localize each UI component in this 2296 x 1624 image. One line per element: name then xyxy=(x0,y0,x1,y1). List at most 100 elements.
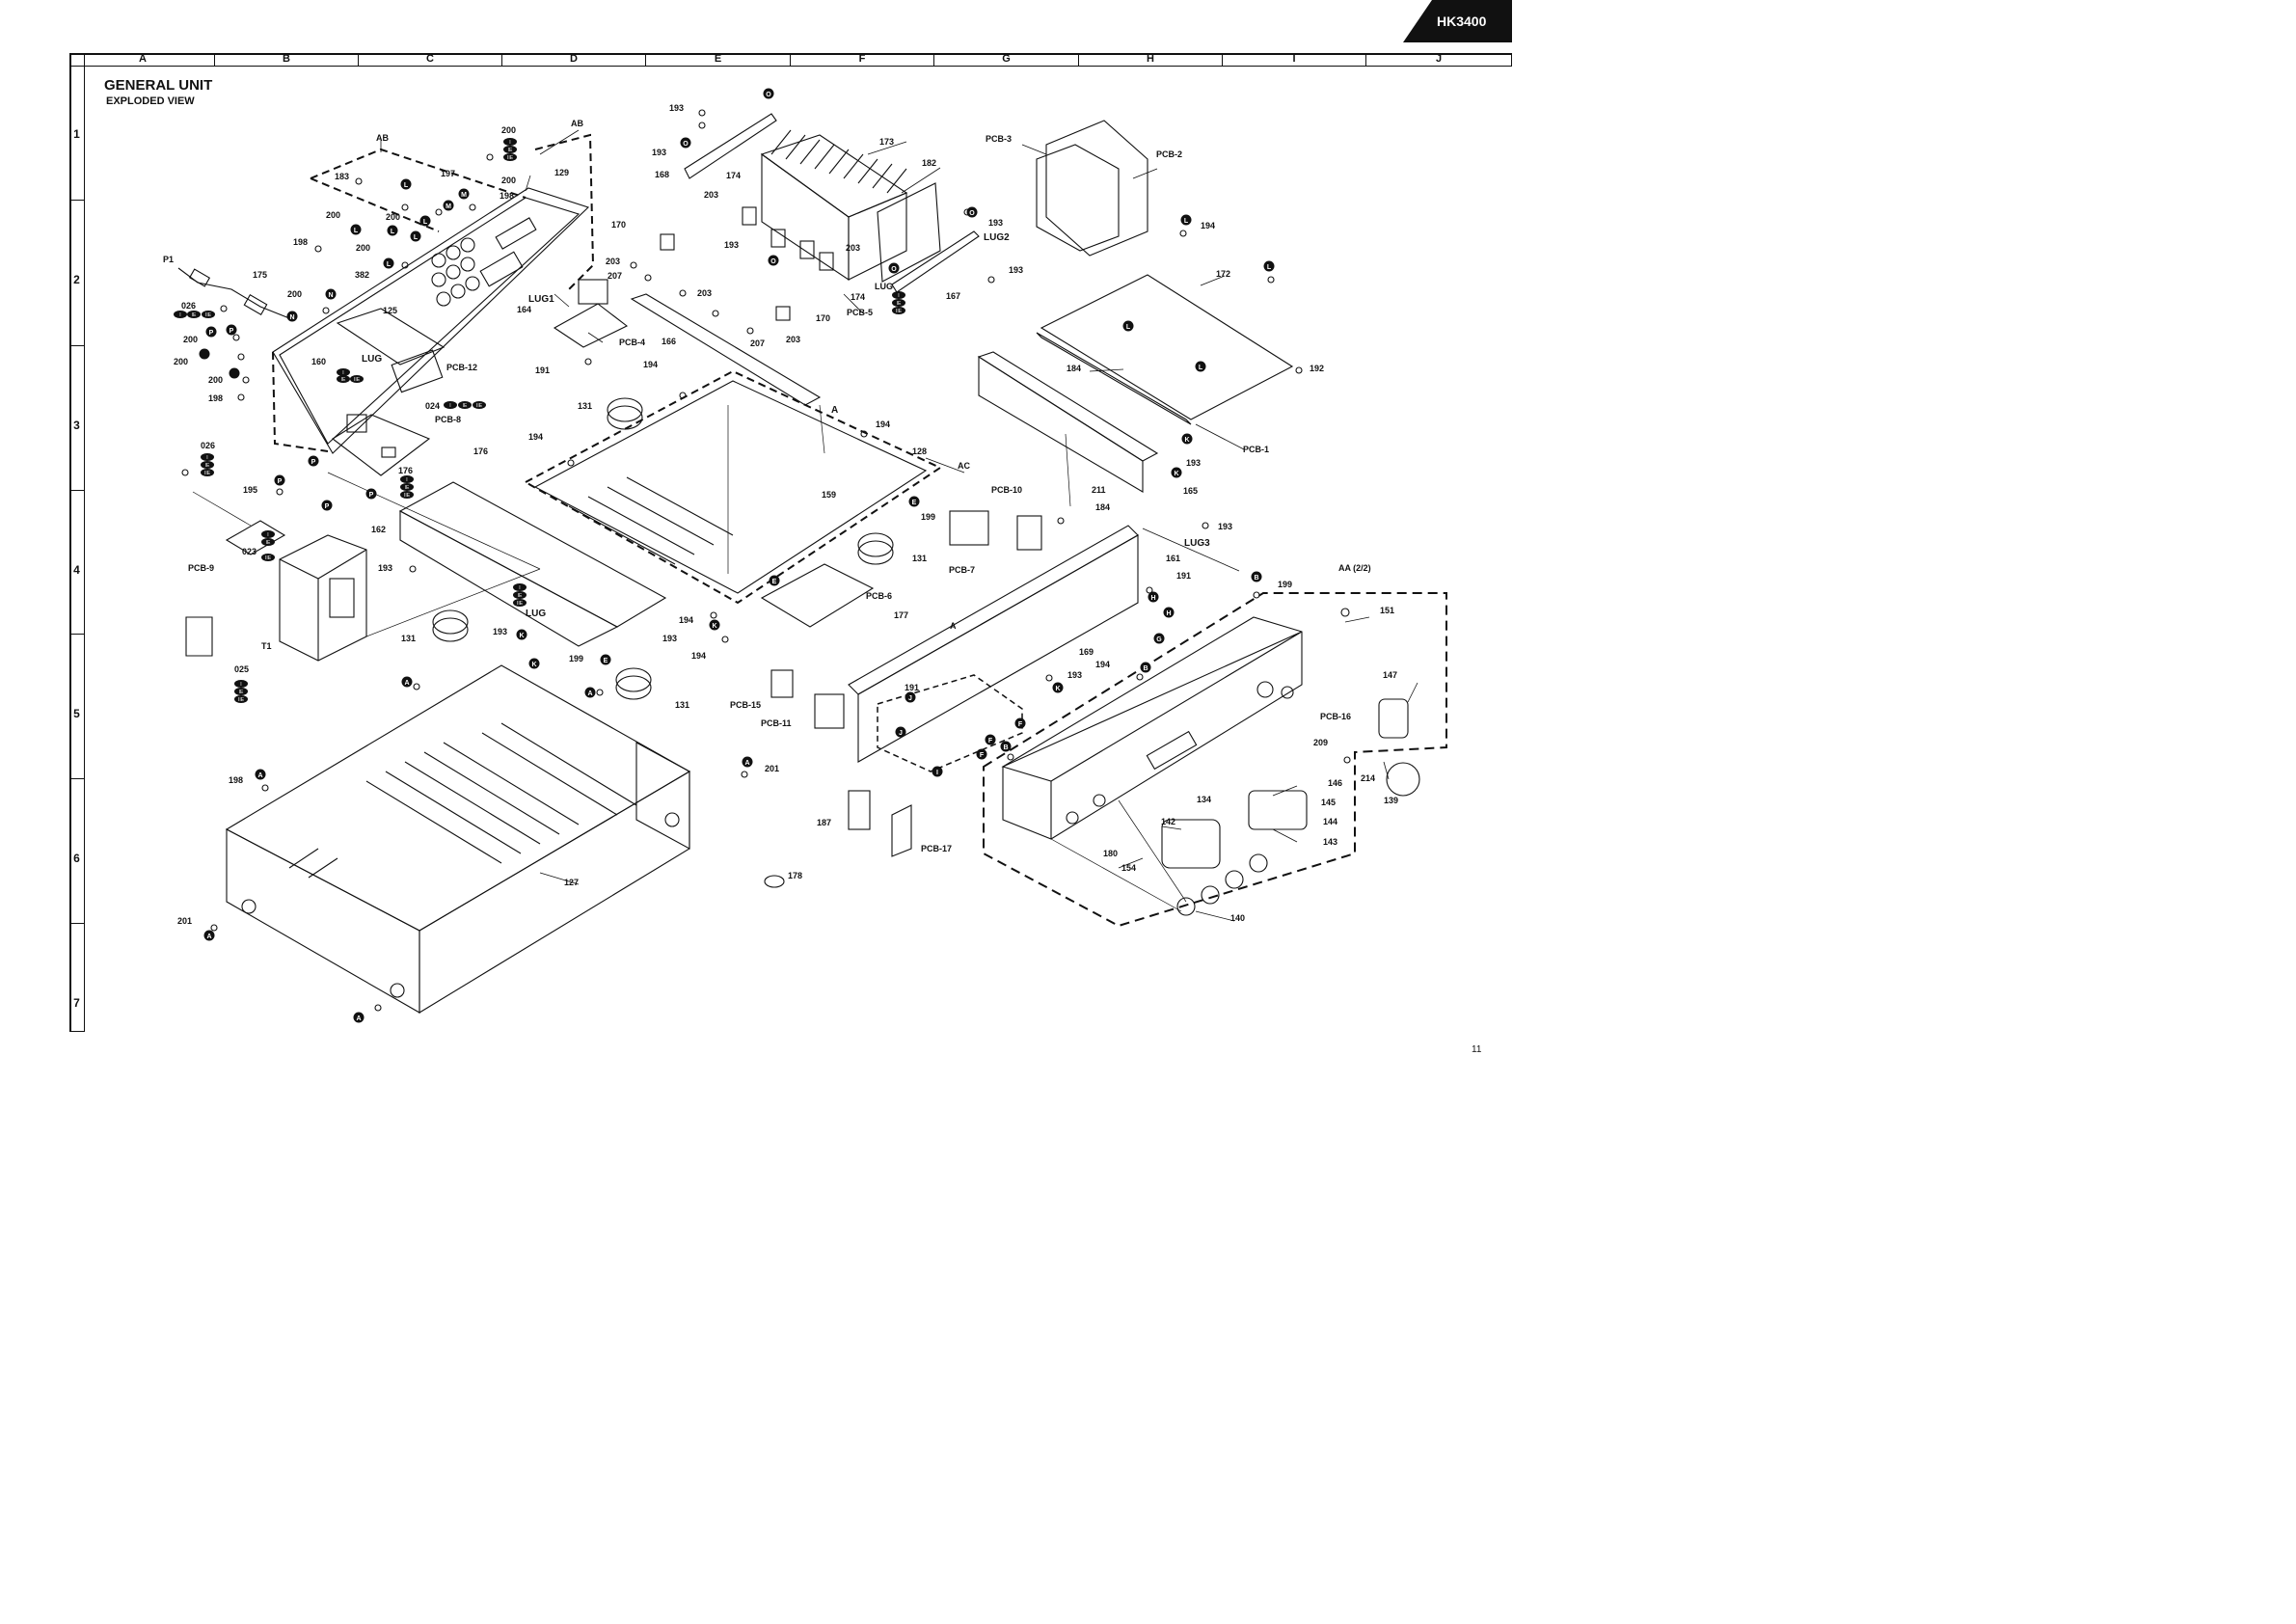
rail-166 xyxy=(630,293,822,406)
callout-label: 184 xyxy=(1095,502,1110,512)
side-panel-162 xyxy=(398,481,667,628)
variant-pill-group: I IE IIE xyxy=(234,680,248,703)
callout-label: 193 xyxy=(662,634,677,643)
svg-text:I: I xyxy=(449,403,450,409)
row-number: 4 xyxy=(73,563,80,577)
marker: I xyxy=(932,766,943,777)
marker: A xyxy=(401,676,413,688)
pcb-11-part xyxy=(814,693,845,729)
pcb-2-board xyxy=(1045,120,1148,257)
callout-label: 193 xyxy=(378,563,392,573)
column-header: B xyxy=(215,53,359,67)
marker: L xyxy=(1195,361,1206,372)
svg-text:I: I xyxy=(342,370,343,376)
column-header: C xyxy=(359,53,502,67)
svg-text:L: L xyxy=(414,234,419,241)
rear-panel-inner xyxy=(279,197,581,445)
callout-label: 139 xyxy=(1384,796,1398,805)
callout-label: 194 xyxy=(1095,660,1110,669)
column-header: G xyxy=(934,53,1079,67)
callout-label: PCB-5 xyxy=(847,308,873,317)
variant-pill-group: I IE IIE xyxy=(201,453,214,476)
callout-label: 026 xyxy=(201,441,215,450)
column-header: D xyxy=(502,53,646,67)
callout-label: AC xyxy=(958,461,970,471)
marker: E xyxy=(600,654,611,665)
svg-text:IIE: IIE xyxy=(204,471,211,476)
callout-label: 131 xyxy=(401,634,416,643)
svg-text:E: E xyxy=(912,500,917,506)
column-header: J xyxy=(1366,53,1512,67)
svg-text:K: K xyxy=(531,662,536,668)
callout-label: PCB-4 xyxy=(619,338,645,347)
front-panel-assembly xyxy=(1001,616,1303,840)
svg-text:I: I xyxy=(206,455,207,461)
callout-label: 023 xyxy=(242,547,257,556)
marker: L xyxy=(400,178,412,190)
svg-text:IIE: IIE xyxy=(354,377,361,383)
row-header: 3 xyxy=(69,346,85,491)
svg-text:L: L xyxy=(387,261,392,268)
callout-label: 024 xyxy=(425,401,440,411)
svg-text:A: A xyxy=(356,1015,361,1022)
callout-label: 165 xyxy=(1183,486,1198,496)
svg-text:L: L xyxy=(1199,365,1203,371)
svg-text:IE: IE xyxy=(239,690,244,695)
model-tab-shape xyxy=(1403,0,1512,42)
svg-text:I: I xyxy=(240,682,241,688)
pcb-3-board xyxy=(1036,144,1120,252)
pcb-8-part xyxy=(346,414,367,433)
marker: E xyxy=(908,496,920,507)
marker: A xyxy=(203,930,215,941)
callout-label: 026 xyxy=(181,301,196,311)
callout-label: 176 xyxy=(473,447,488,456)
callout-label: PCB-11 xyxy=(761,718,792,728)
marker: O xyxy=(680,137,691,149)
callout-label: LUG3 xyxy=(1184,538,1210,549)
chassis-128 xyxy=(533,380,928,594)
heatsink-plate-182 xyxy=(877,182,941,283)
marker: P xyxy=(365,488,377,500)
callout-label: 182 xyxy=(922,158,936,168)
callout-label: 169 xyxy=(1079,647,1094,657)
callout-label: PCB-10 xyxy=(991,485,1022,495)
callout-label: 200 xyxy=(501,176,516,185)
pcb-9-board xyxy=(225,520,286,555)
marker: L xyxy=(419,215,431,227)
callout-label: 211 xyxy=(1092,485,1106,495)
row-number: 6 xyxy=(73,852,80,865)
callout-label: 191 xyxy=(1176,571,1191,581)
pcb-1-board xyxy=(1040,274,1294,420)
marker: A xyxy=(584,687,596,698)
callout-label: 170 xyxy=(816,313,830,323)
callout-label: PCB-15 xyxy=(730,700,761,710)
page-subtitle: EXPLODED VIEW xyxy=(106,95,195,107)
chassis-128-slots xyxy=(568,476,734,565)
callout-label: 159 xyxy=(822,490,836,500)
marker: M xyxy=(443,200,454,211)
marker: J xyxy=(905,691,916,703)
callout-label: 166 xyxy=(662,337,676,346)
callout-label: 134 xyxy=(1197,795,1211,804)
callout-label: PCB-9 xyxy=(188,563,214,573)
callout-label: 184 xyxy=(1067,364,1081,373)
marker: B xyxy=(1000,741,1012,752)
svg-text:I: I xyxy=(519,585,520,591)
callout-label: 131 xyxy=(912,554,927,563)
svg-text:K: K xyxy=(1184,437,1189,444)
callout-label: 168 xyxy=(655,170,669,179)
svg-text:F: F xyxy=(1018,721,1023,728)
svg-text:IE: IE xyxy=(192,312,197,318)
callout-label: 194 xyxy=(528,432,543,442)
marker: O xyxy=(888,262,900,274)
svg-text:K: K xyxy=(1174,471,1178,477)
callout-label: 145 xyxy=(1321,798,1336,807)
callout-label: PCB-8 xyxy=(435,415,461,424)
top-cover-127 xyxy=(225,664,691,1014)
svg-text:O: O xyxy=(683,141,689,148)
svg-text:H: H xyxy=(1166,610,1171,617)
callout-label: PCB-3 xyxy=(986,134,1012,144)
callout-label: 203 xyxy=(697,288,712,298)
callout-label: 187 xyxy=(817,818,831,827)
front-chassis-161 xyxy=(848,525,1139,695)
